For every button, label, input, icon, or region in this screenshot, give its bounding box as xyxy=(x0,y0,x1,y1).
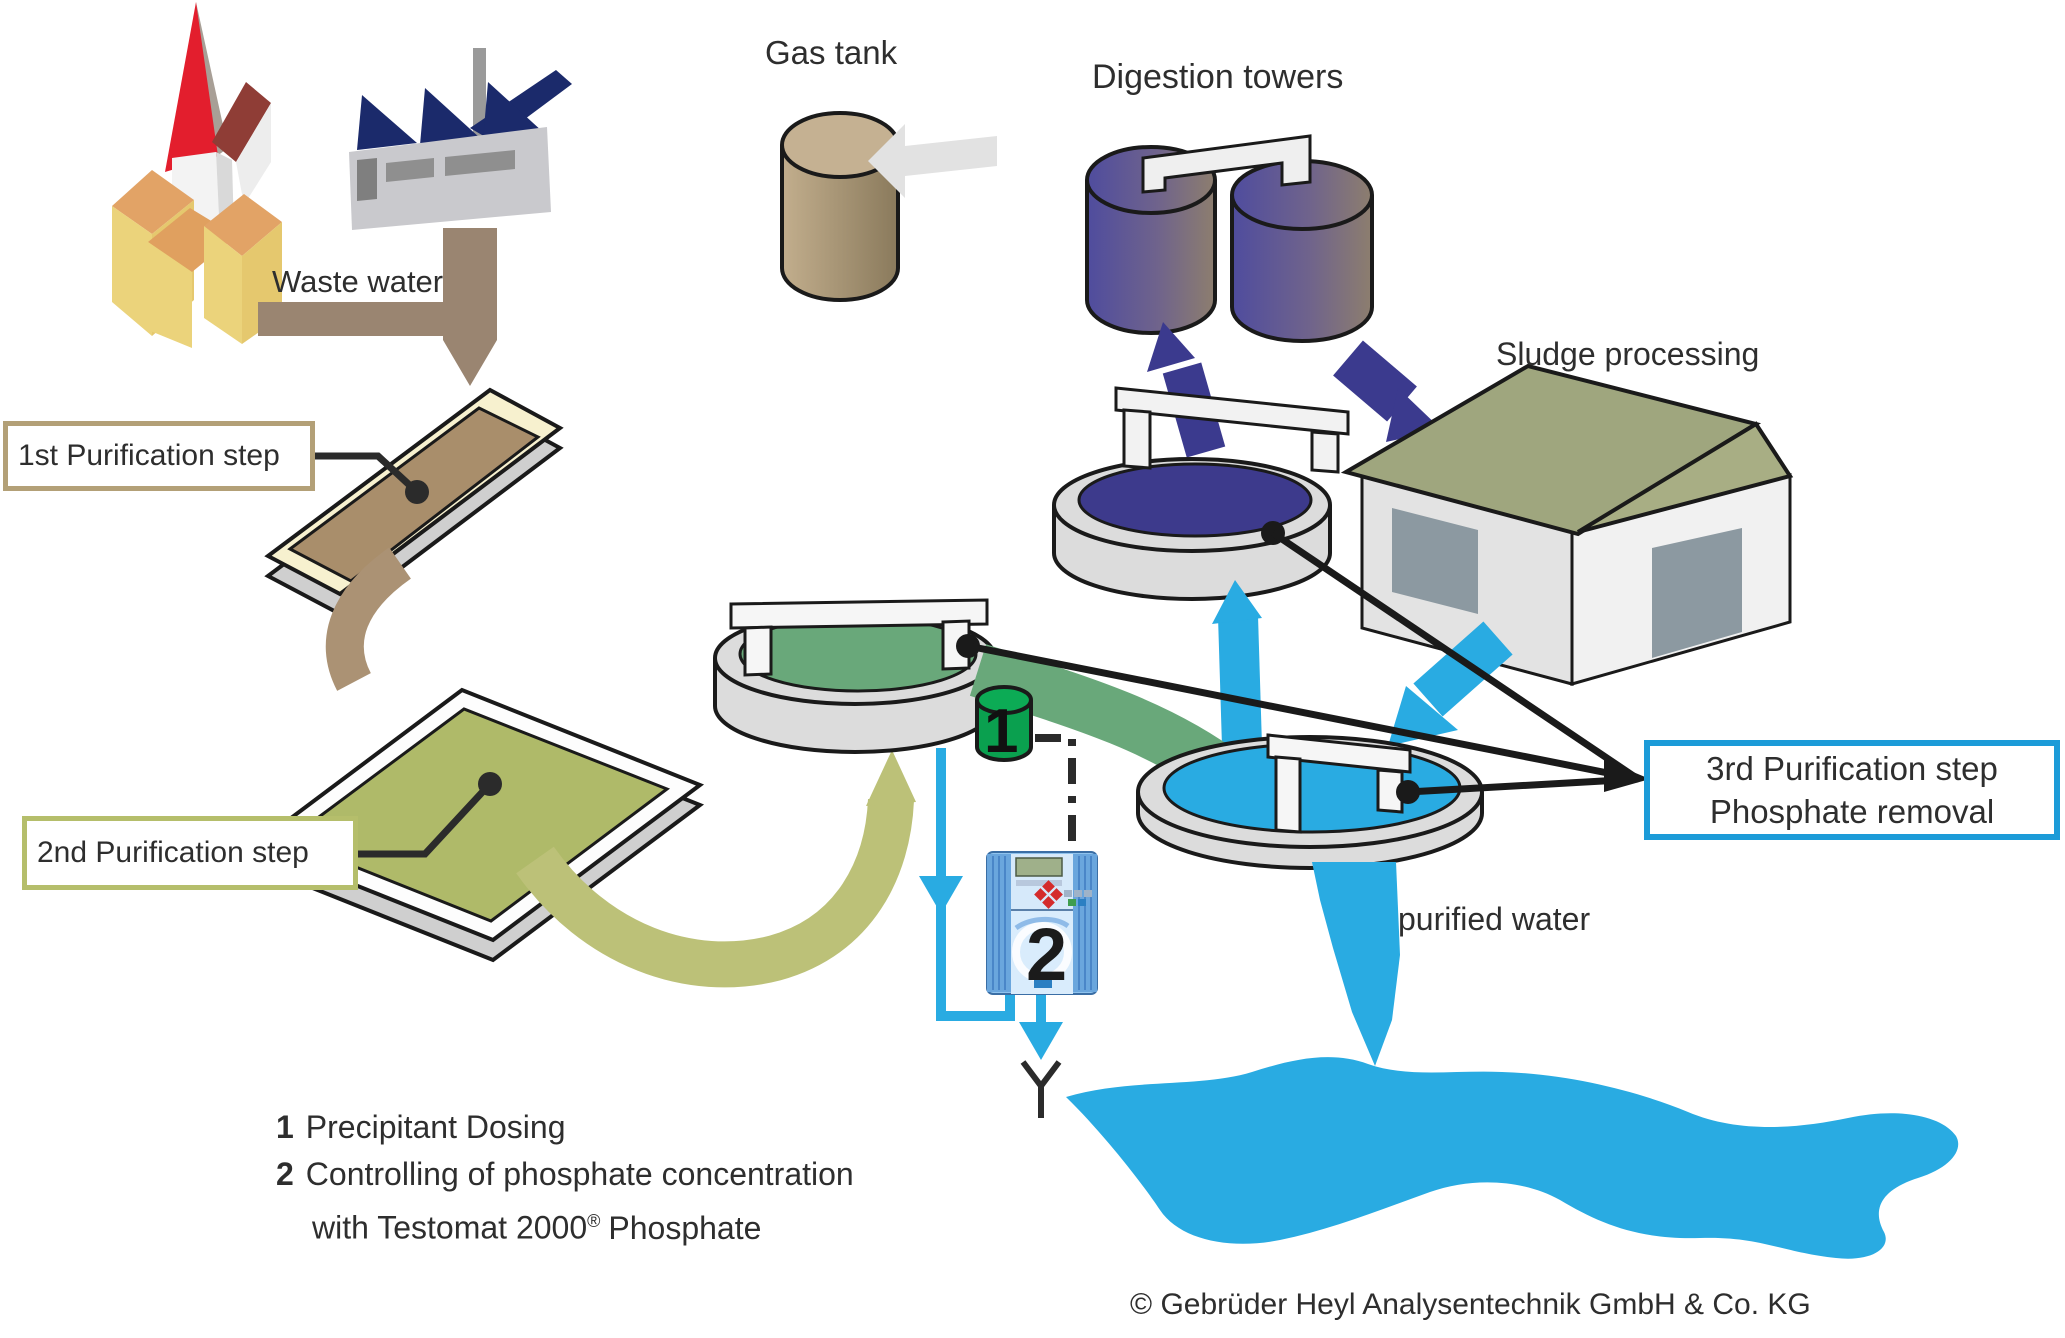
step3-label-line1: 3rd Purification step xyxy=(1706,750,1998,787)
factory-icon xyxy=(349,48,572,230)
waste-water-pipe-arrow xyxy=(258,228,497,386)
legend-item-2-number: 2 xyxy=(276,1156,294,1192)
river-icon xyxy=(1066,1057,1959,1259)
purified-water-stream xyxy=(1312,862,1400,1066)
gas-tank-label: Gas tank xyxy=(765,34,898,71)
tower-pipe-icon xyxy=(1141,134,1312,194)
registered-mark: ® xyxy=(587,1211,601,1231)
sludge-processing-house-icon xyxy=(1340,363,1794,686)
control-signal-line xyxy=(1035,734,1076,854)
step3-label-line2: Phosphate removal xyxy=(1709,793,1995,830)
legend-item-2-cont-end: Phosphate xyxy=(608,1209,762,1246)
legend: 1 Precipitant Dosing 2 Controlling of phos… xyxy=(276,1104,854,1252)
legend-item-1-number: 1 xyxy=(276,1109,294,1145)
secondary-flow-arrow xyxy=(516,750,916,988)
sludge-to-digester-arrow xyxy=(1147,322,1226,458)
step1-callout-line xyxy=(312,452,429,504)
step3-callout-lines xyxy=(967,530,1650,796)
legend-item-2: 2 Controlling of phosphate concentration xyxy=(276,1151,854,1198)
step3-callout-box: 3rd Purification step Phosphate removal xyxy=(1644,740,2060,840)
dosing-marker: 1 xyxy=(984,697,1019,766)
legend-item-2-cont-text: with Testomat 2000 xyxy=(312,1209,588,1246)
step1-callout-box: 1st Purification step xyxy=(3,421,315,491)
step1-label: 1st Purification step xyxy=(18,439,280,472)
device-display xyxy=(1015,857,1063,877)
step2-callout-line xyxy=(352,772,502,858)
controller-marker: 2 xyxy=(1026,913,1068,996)
step2-label: 2nd Purification step xyxy=(37,836,309,869)
digestion-towers-label: Digestion towers xyxy=(1092,58,1344,96)
gas-tank-icon xyxy=(780,111,900,302)
legend-item-2-text: Controlling of phosphate concentration xyxy=(305,1156,854,1192)
phosphate-clarifier-icon xyxy=(1136,733,1484,870)
village-icon xyxy=(112,2,282,348)
sludge-processing-label: Sludge processing xyxy=(1496,336,1760,372)
return-flow-arrow xyxy=(1212,580,1262,747)
drain-icon xyxy=(1020,1060,1062,1118)
precipitant-dosing-icon xyxy=(975,685,1033,762)
primary-clarifier-icon xyxy=(1052,386,1350,601)
gas-flow-arrow xyxy=(868,124,997,198)
waste-water-label: Waste water xyxy=(272,264,444,299)
legend-item-2-continued: with Testomat 2000® Phosphate xyxy=(276,1198,854,1252)
legend-item-1: 1 Precipitant Dosing xyxy=(276,1104,854,1151)
sample-pipes xyxy=(919,748,1063,1118)
step2-callout-box: 2nd Purification step xyxy=(22,816,358,890)
testomat-device-icon xyxy=(986,851,1098,995)
purified-water-label: purified water xyxy=(1398,901,1591,937)
secondary-basin xyxy=(250,687,705,963)
copyright-text: © Gebrüder Heyl Analysentechnik GmbH & C… xyxy=(1130,1288,1811,1321)
digestion-towers-icon xyxy=(1085,134,1374,343)
legend-item-1-text: Precipitant Dosing xyxy=(305,1109,566,1145)
biology-clarifier-icon xyxy=(713,598,997,754)
sediment-flow-arrow xyxy=(325,547,412,691)
